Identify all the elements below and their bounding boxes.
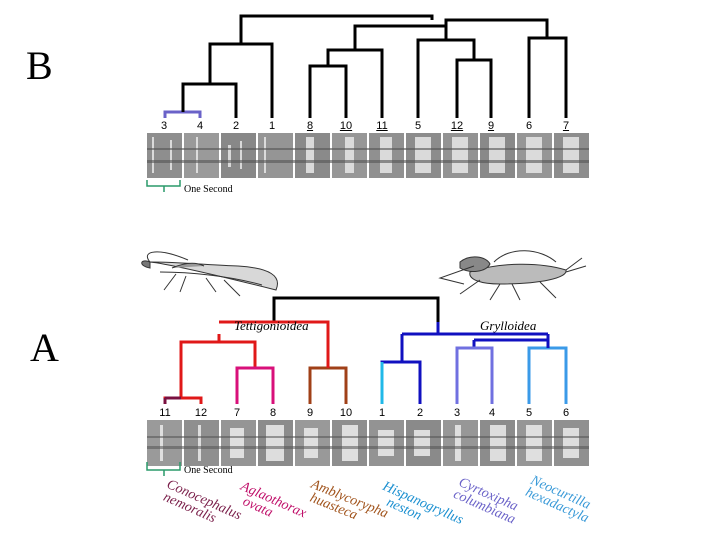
tip-label-a: 6 [562, 407, 570, 419]
tip-label-b: 11 [376, 120, 388, 132]
clade-label-tettigonioidea: Tettigonioidea [234, 318, 309, 333]
tip-label-b: 9 [487, 120, 495, 132]
tip-label-b: 2 [232, 120, 240, 132]
sonogram-strip-b [147, 133, 589, 178]
tip-label-b: 5 [414, 120, 422, 132]
tip-label-a: 1 [378, 407, 386, 419]
tip-label-a: 2 [416, 407, 424, 419]
tree-a-tettigonioidea [163, 320, 348, 404]
tip-label-a: 10 [339, 407, 353, 419]
katydid-illustration [141, 251, 278, 297]
tip-label-a: 12 [194, 407, 208, 419]
tip-label-b: 8 [306, 120, 314, 132]
scale-brace-b [146, 180, 181, 192]
tip-label-a: 7 [233, 407, 241, 419]
cricket-illustration [438, 250, 587, 301]
clade-label-grylloidea: Grylloidea [480, 318, 537, 333]
tree-a-grylloidea [380, 322, 568, 404]
tip-label-b: 3 [160, 120, 168, 132]
tip-label-a: 3 [453, 407, 461, 419]
scale-brace-a [146, 462, 181, 476]
sonogram-strip-a [147, 420, 589, 466]
scale-label-a: One Second [184, 465, 233, 476]
panel-label-a: A [30, 325, 59, 370]
tree-a-root [272, 296, 440, 322]
panel-label-b: B [26, 43, 53, 88]
tip-label-b: 4 [196, 120, 204, 132]
tip-label-b: 6 [525, 120, 533, 132]
tip-label-a: 11 [159, 407, 171, 419]
tip-label-a: 9 [306, 407, 314, 419]
tip-label-a: 8 [269, 407, 277, 419]
tip-label-b: 10 [339, 120, 353, 132]
tip-label-a: 4 [488, 407, 496, 419]
tip-label-a: 5 [525, 407, 533, 419]
scale-label-b: One Second [184, 184, 233, 195]
tree-b [163, 14, 568, 118]
tip-label-b: 1 [268, 120, 276, 132]
tip-label-b: 12 [450, 120, 464, 132]
tip-label-b: 7 [562, 120, 570, 132]
